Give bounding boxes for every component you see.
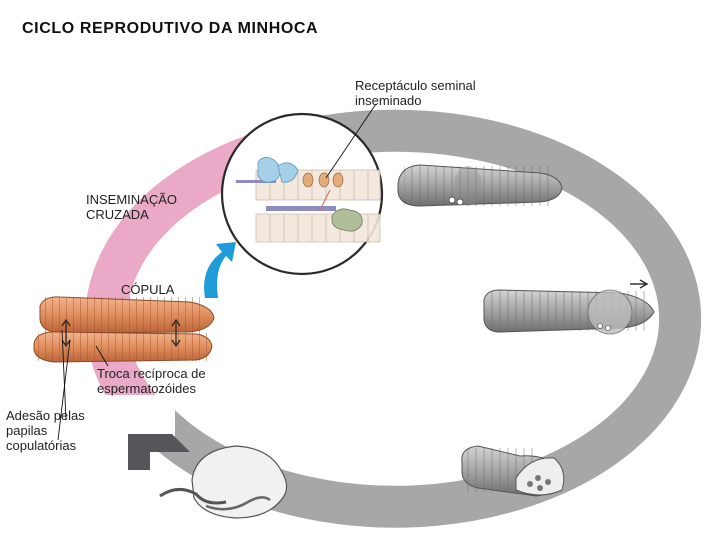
leader-line-troca — [95, 345, 109, 367]
label-line: Receptáculo seminal — [355, 78, 476, 93]
label-adesao: Adesão pelas papilas copulatórias — [6, 408, 85, 453]
magnifier-circle — [220, 112, 384, 276]
label-line: copulatórias — [6, 438, 77, 453]
label-line: CRUZADA — [86, 207, 149, 222]
label-line: Adesão pelas — [6, 408, 85, 423]
cocoon-icon — [159, 445, 288, 519]
label-line: INSEMINAÇÃO — [86, 192, 178, 207]
ring-gray-segment — [139, 109, 702, 528]
leader-line-receptaculo — [325, 103, 377, 179]
worm-icon — [483, 279, 655, 335]
label-line: papilas — [6, 423, 48, 438]
label-inseminacao: INSEMINAÇÃO CRUZADA — [86, 192, 177, 222]
label-line: espermatozóides — [97, 381, 196, 396]
zoom-arrow-icon — [204, 242, 236, 298]
label-line: Troca recíproca de — [97, 366, 206, 381]
cycle-ring — [85, 109, 702, 528]
label-copula: CÓPULA — [121, 282, 175, 297]
curved-cycle-arrow-icon — [128, 434, 190, 470]
label-troca: Troca recíproca de espermatozóides — [97, 366, 206, 396]
page-title: CICLO REPRODUTIVO DA MINHOCA — [22, 20, 319, 37]
mating-worms — [33, 296, 215, 363]
leader-line-adesao — [57, 339, 71, 441]
leader-line-adesao-2 — [61, 329, 67, 421]
direction-arrow-icon — [630, 279, 649, 289]
worm-icon — [461, 445, 565, 497]
ring-pink-segment — [85, 123, 296, 435]
label-receptaculo: Receptáculo seminal inseminado — [355, 78, 476, 108]
label-line: inseminado — [355, 93, 422, 108]
worm-icon — [397, 164, 563, 207]
